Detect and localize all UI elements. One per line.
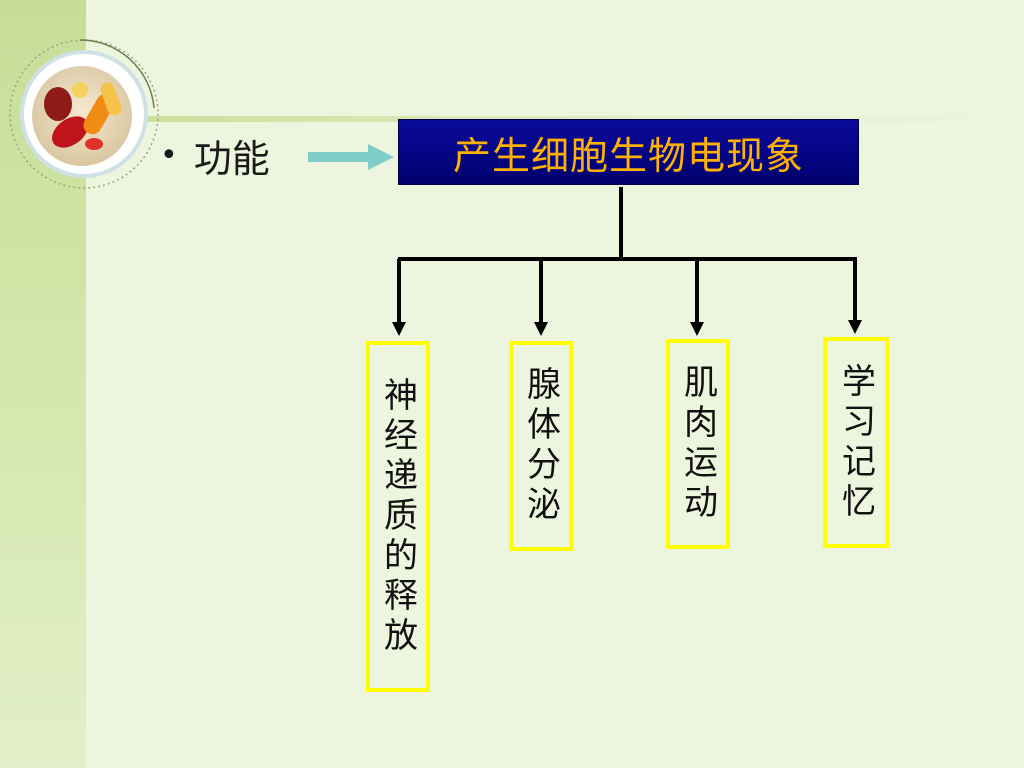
pills-logo-icon [9,39,159,189]
branch-box-gland-secretion: 腺体分泌 [509,341,573,551]
branch-label: 学习记忆 [835,362,876,523]
branch-arrowhead [534,322,548,336]
branch-box-muscle-movement: 肌肉运动 [666,339,730,549]
branch-arrowhead [848,320,862,334]
bullet-marker: • [160,137,178,173]
branch-box-neurotransmitter: 神经递质的释放 [366,341,430,692]
branch-label: 肌肉运动 [677,364,718,524]
branch-arrowhead [690,322,704,336]
branch-box-learning-memory: 学习记忆 [823,337,889,548]
function-bullet: • 功能 [160,130,270,181]
branch-arrowhead [392,322,406,336]
title-box: 产生细胞生物电现象 [398,119,859,185]
bullet-label: 功能 [193,136,270,181]
title-label: 产生细胞生物电现象 [452,133,804,178]
branch-label: 腺体分泌 [520,366,561,526]
branch-label: 神经递质的释放 [377,376,418,657]
right-arrow-icon [308,144,394,170]
